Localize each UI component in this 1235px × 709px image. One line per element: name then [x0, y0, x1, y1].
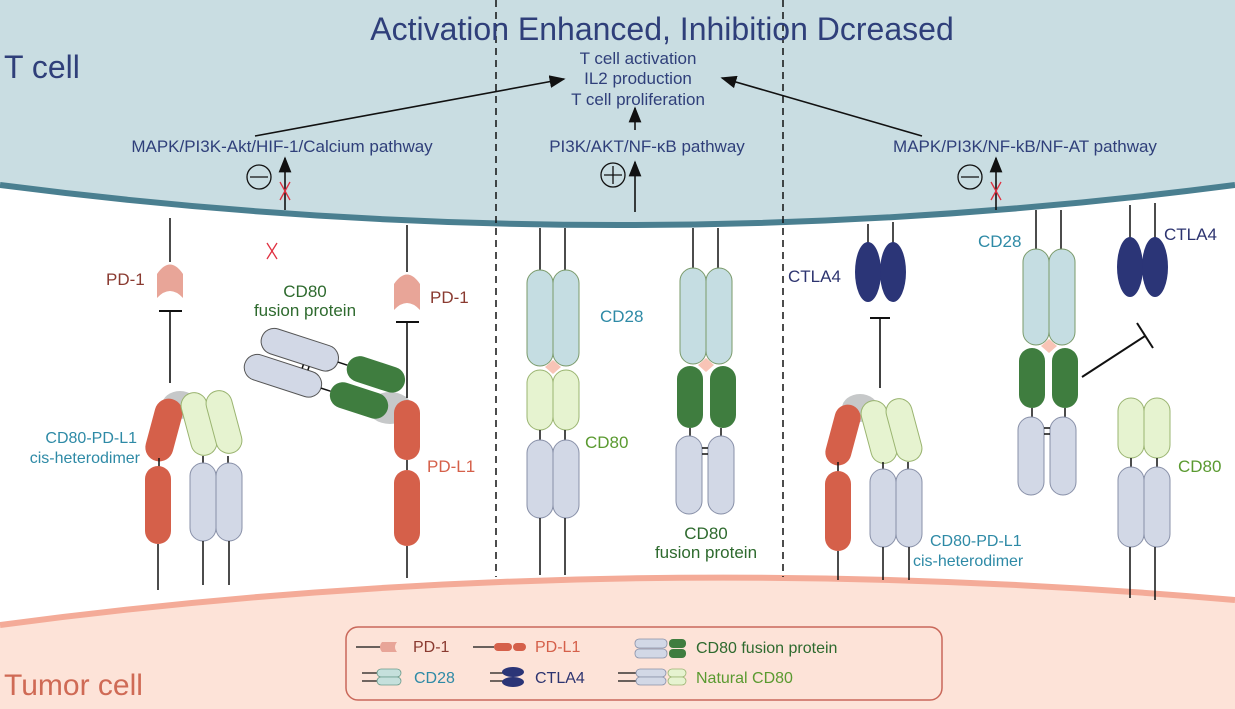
t-cell-body — [0, 0, 1235, 225]
arrow-right-to-outcome — [720, 75, 923, 137]
outcome-line-1: T cell activation — [580, 49, 697, 68]
cd80-pdl1-cis-heterodimer-left — [145, 390, 243, 590]
fusion-protein-icon — [634, 638, 686, 659]
t-cell-membrane — [0, 182, 1235, 228]
tumor-cell-membrane — [0, 574, 1235, 628]
pdl1-ligand — [394, 400, 420, 578]
ctla4-label-left: CTLA4 — [788, 267, 841, 286]
pd1-icon — [356, 642, 397, 652]
minus-sign-icon — [246, 164, 272, 190]
blocked-x-icon — [990, 181, 1002, 201]
diagram-title: Activation Enhanced, Inhibition Dcreased — [370, 11, 953, 47]
cd28-fusion-protein-complex — [675, 228, 736, 515]
cd28-icon — [362, 668, 402, 686]
legend-label-natural-cd80: Natural CD80 — [696, 670, 793, 687]
cd80-label-right: CD80 — [1178, 457, 1221, 476]
t-cell-label: T cell — [4, 49, 80, 85]
pdl1-icon — [473, 643, 526, 651]
pd1-receptor-right — [394, 225, 420, 398]
tumor-cell-label: Tumor cell — [4, 669, 143, 702]
fusion-protein-label-left-1: CD80 — [283, 282, 326, 301]
legend-label-pdl1: PD-L1 — [535, 639, 580, 656]
cis-heterodimer-label-left-2: cis-heterodimer — [30, 450, 141, 467]
cd80-fusion-protein-angled — [243, 327, 412, 424]
blocked-x-icon — [266, 242, 278, 260]
legend-label-ctla4: CTLA4 — [535, 670, 585, 687]
legend-label-pd1: PD-1 — [413, 639, 450, 656]
fusion-protein-label-center-1: CD80 — [684, 524, 727, 543]
natural-cd80-right — [1117, 397, 1171, 600]
cd28-fusion-protein-complex-right — [1017, 210, 1154, 496]
natural-cd80-icon — [618, 668, 687, 686]
arrow-left-to-outcome — [254, 75, 566, 137]
pd1-label-right: PD-1 — [430, 288, 469, 307]
outcome-line-2: IL2 production — [584, 69, 692, 88]
cd28-label-center: CD28 — [600, 307, 643, 326]
legend-label-fusion-protein: CD80 fusion protein — [696, 640, 837, 657]
ctla4-receptor-left — [855, 222, 906, 388]
fusion-protein-label-center-2: fusion protein — [655, 543, 757, 562]
minus-sign-icon — [957, 164, 983, 190]
fusion-protein-label-left-2: fusion protein — [254, 301, 356, 320]
ctla4-receptor-right — [1117, 203, 1168, 297]
cis-heterodimer-label-right-1: CD80-PD-L1 — [930, 533, 1022, 550]
outcome-line-3: T cell proliferation — [571, 90, 705, 109]
pd1-label-left: PD-1 — [106, 270, 145, 289]
ctla4-label-right: CTLA4 — [1164, 225, 1217, 244]
pathway-label-left: MAPK/PI3K-Akt/HIF-1/Calcium pathway — [131, 137, 433, 156]
cis-heterodimer-label-right-2: cis-heterodimer — [913, 553, 1024, 570]
legend-label-cd28: CD28 — [414, 670, 455, 687]
ctla4-icon — [490, 667, 524, 687]
pathway-label-center: PI3K/AKT/NF-κB pathway — [549, 137, 745, 156]
plus-sign-icon — [600, 162, 626, 188]
cd80-label-center: CD80 — [585, 433, 628, 452]
blocked-x-icon — [279, 181, 291, 201]
cd28-label-right: CD28 — [978, 232, 1021, 251]
pathway-label-right: MAPK/PI3K/NF-kB/NF-AT pathway — [893, 137, 1157, 156]
legend: PD-1 PD-L1 CD80 fusion protein CD28 — [345, 626, 943, 701]
cd28-cd80-complex — [526, 228, 580, 575]
pd1-receptor-left — [157, 218, 183, 383]
pdl1-label: PD-L1 — [427, 457, 475, 476]
cis-heterodimer-label-left-1: CD80-PD-L1 — [45, 430, 137, 447]
cd80-pdl1-cis-heterodimer-right — [825, 394, 923, 580]
